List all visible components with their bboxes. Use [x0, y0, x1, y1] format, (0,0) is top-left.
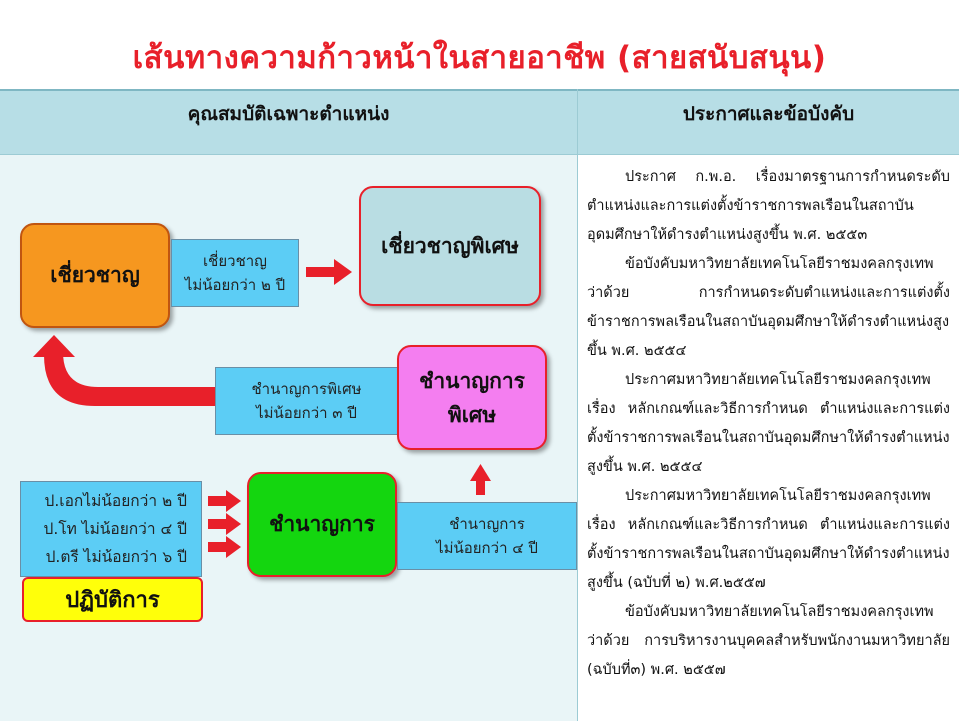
announcements-panel — [578, 155, 959, 721]
position-professional: ชำนาญการ — [247, 472, 397, 577]
column-divider — [577, 89, 578, 721]
announcement-item: ประกาศ ก.พ.อ. เรื่องมาตรฐานการกำหนดระดับ… — [587, 169, 950, 243]
position-practitioner-label: ปฏิบัติการ — [65, 588, 160, 613]
announcement-item: ประกาศมหาวิทยาลัยเทคโนโลยีราชมงคลกรุงเทพ… — [587, 372, 950, 475]
condition-professional: ชำนาญการ ไม่น้อยกว่า ๔ ปี — [397, 502, 577, 570]
position-expert: เชี่ยวชาญ — [20, 223, 170, 328]
announcement-item: ข้อบังคับมหาวิทยาลัยเทคโนโลยีราชมงคลกรุง… — [587, 604, 950, 678]
condition-senior-professional: ชำนาญการพิเศษ ไม่น้อยกว่า ๓ ปี — [215, 367, 398, 435]
condition-senior-line2: ไม่น้อยกว่า ๓ ปี — [256, 404, 357, 422]
condition-expert-line1: เชี่ยวชาญ — [203, 252, 267, 270]
position-special-expert: เชี่ยวชาญพิเศษ — [359, 186, 541, 306]
condition-expert: เชี่ยวชาญ ไม่น้อยกว่า ๒ ปี — [171, 239, 299, 307]
announcement-item: ข้อบังคับมหาวิทยาลัยเทคโนโลยีราชมงคลกรุง… — [587, 256, 950, 359]
condition-senior-line1: ชำนาญการพิเศษ — [251, 380, 362, 398]
position-practitioner: ปฏิบัติการ — [22, 577, 203, 622]
position-senior-professional-line2: พิเศษ — [447, 402, 497, 427]
condition-degrees: ป.เอกไม่น้อยกว่า ๒ ปี ป.โท ไม่น้อยกว่า ๔… — [20, 481, 202, 577]
condition-degree-bachelor: ป.ตรี ไม่น้อยกว่า ๖ ปี — [45, 548, 187, 566]
announcement-item: ประกาศมหาวิทยาลัยเทคโนโลยีราชมงคลกรุงเทพ… — [587, 488, 950, 591]
header-announcements: ประกาศและข้อบังคับ — [682, 103, 855, 125]
condition-pro-line2: ไม่น้อยกว่า ๔ ปี — [436, 539, 538, 557]
condition-pro-line1: ชำนาญการ — [449, 515, 525, 533]
condition-degree-phd: ป.เอกไม่น้อยกว่า ๒ ปี — [44, 492, 187, 510]
position-expert-label: เชี่ยวชาญ — [50, 263, 140, 287]
position-professional-label: ชำนาญการ — [269, 512, 375, 536]
announcements-list: ประกาศ ก.พ.อ. เรื่องมาตรฐานการกำหนดระดับ… — [587, 163, 950, 685]
position-senior-professional: ชำนาญการ พิเศษ — [397, 345, 547, 450]
header-qualifications: คุณสมบัติเฉพาะตำแหน่ง — [187, 103, 390, 125]
condition-degree-master: ป.โท ไม่น้อยกว่า ๔ ปี — [43, 520, 187, 538]
position-special-expert-label: เชี่ยวชาญพิเศษ — [381, 233, 519, 258]
condition-expert-line2: ไม่น้อยกว่า ๒ ปี — [184, 276, 286, 294]
position-senior-professional-line1: ชำนาญการ — [419, 368, 525, 393]
page-title: เส้นทางความก้าวหน้าในสายอาชีพ (สายสนับสน… — [132, 40, 827, 76]
table-header: คุณสมบัติเฉพาะตำแหน่ง ประกาศและข้อบังคับ — [0, 89, 959, 155]
